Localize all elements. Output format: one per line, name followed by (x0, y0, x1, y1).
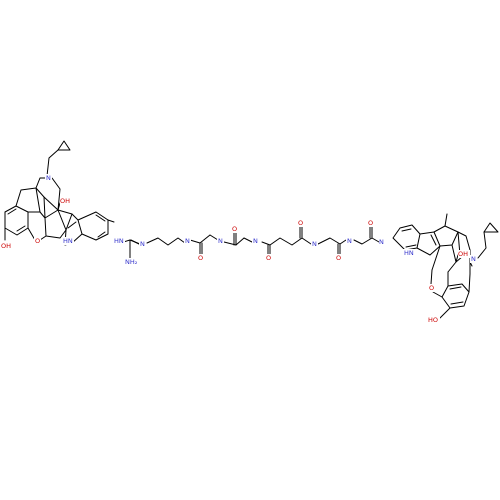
atom-label-nh: HN (114, 237, 124, 245)
atom-label-imine-nitrogen: N (140, 240, 145, 248)
atom-label-carbonyl-oxygen: O (266, 254, 271, 262)
atom-label-carbonyl-oxygen: O (198, 254, 203, 262)
right-opioid-unit (392, 213, 499, 319)
atom-label-amide-nitrogen: N (185, 237, 190, 245)
atom-labels: OH O N OH HN HN N NH₂ N O N O N O O N O (0, 174, 477, 324)
atom-label-carbonyl-oxygen: O (336, 254, 341, 262)
atom-label-furan-oxygen: O (429, 284, 434, 292)
atom-label-carbonyl-oxygen: O (298, 219, 303, 227)
atom-label-amide-nitrogen: N (253, 237, 258, 245)
atom-label-indole-nh: HN (63, 237, 73, 245)
atom-label-hydroxyl: OH (60, 197, 70, 205)
atom-label-amino: NH₂ (125, 258, 138, 266)
atom-label-indole-nh: HN (404, 249, 414, 257)
atom-label-hydroxyl: OH (458, 250, 468, 258)
atom-label-amine-nitrogen: N (471, 255, 476, 263)
atom-label-hydroxyl: HO (428, 316, 438, 324)
atom-label-amide-nitrogen: N (312, 240, 317, 248)
atom-label-amide-nh: N (379, 238, 384, 246)
atom-label-amide-nitrogen: N (218, 237, 223, 245)
atom-label-carbonyl-oxygen: O (368, 219, 373, 227)
atom-label-furan-oxygen: O (35, 237, 40, 245)
atom-label-amine-nitrogen: N (46, 174, 51, 182)
linker-chain (119, 225, 380, 259)
atom-label-amide-nitrogen: N (347, 237, 352, 245)
left-opioid-unit (4, 140, 115, 246)
atom-label-hydroxyl: OH (1, 242, 11, 250)
atom-label-carbonyl-oxygen: O (232, 225, 237, 233)
